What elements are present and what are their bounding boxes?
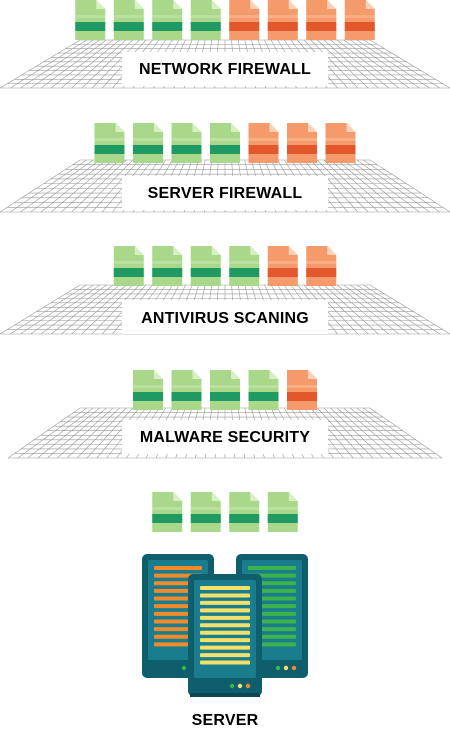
safe-document-icon [113,0,144,40]
grid-plane-2 [0,159,450,213]
safe-document-icon [229,492,260,532]
label-box [122,420,328,454]
safe-document-icon [190,0,221,40]
threat-document-icon [287,370,317,410]
safe-document-icon [210,370,240,410]
safe-document-icon [190,246,221,286]
safe-document-icon [133,370,163,410]
threat-document-icon [229,0,260,40]
safe-document-icon [248,370,279,410]
threat-document-icon [325,123,356,163]
safe-document-icon [133,123,163,163]
grid-plane-3 [0,284,450,335]
safe-document-icon [152,246,183,286]
document-row-final [152,492,298,532]
safe-document-icon [210,123,240,163]
server-rack-front [188,574,262,696]
safe-document-icon [171,370,202,410]
layer-label-malware-security: MALWARE SECURITY [139,429,311,446]
safe-document-icon [152,0,183,40]
threat-document-icon [267,246,298,286]
label-box [122,176,328,210]
layer-label-network-firewall: NETWORK FIREWALL [138,61,312,78]
safe-document-icon [229,246,260,286]
safe-document-icon [152,492,183,532]
threat-document-icon [306,246,337,286]
document-row-layer-2 [94,123,356,163]
label-box [122,52,328,86]
layer-label-antivirus-scaning: ANTIVIRUS SCANING [141,310,309,327]
label-box [122,300,328,334]
grid-plane-1 [0,39,450,89]
document-row-layer-1 [75,0,375,40]
server-label: SERVER [191,712,259,729]
document-row-layer-3 [113,246,337,286]
safe-document-icon [190,492,221,532]
safe-document-icon [267,492,298,532]
threat-document-icon [267,0,298,40]
threat-document-icon [344,0,375,40]
safe-document-icon [94,123,125,163]
grid-plane-4 [7,407,443,459]
server-base [190,693,260,697]
layer-label-server-firewall: SERVER FIREWALL [147,185,303,202]
threat-document-icon [287,123,317,163]
safe-document-icon [113,246,144,286]
safe-document-icon [75,0,106,40]
threat-document-icon [248,123,279,163]
threat-document-icon [306,0,337,40]
document-row-layer-4 [133,370,317,410]
safe-document-icon [171,123,202,163]
